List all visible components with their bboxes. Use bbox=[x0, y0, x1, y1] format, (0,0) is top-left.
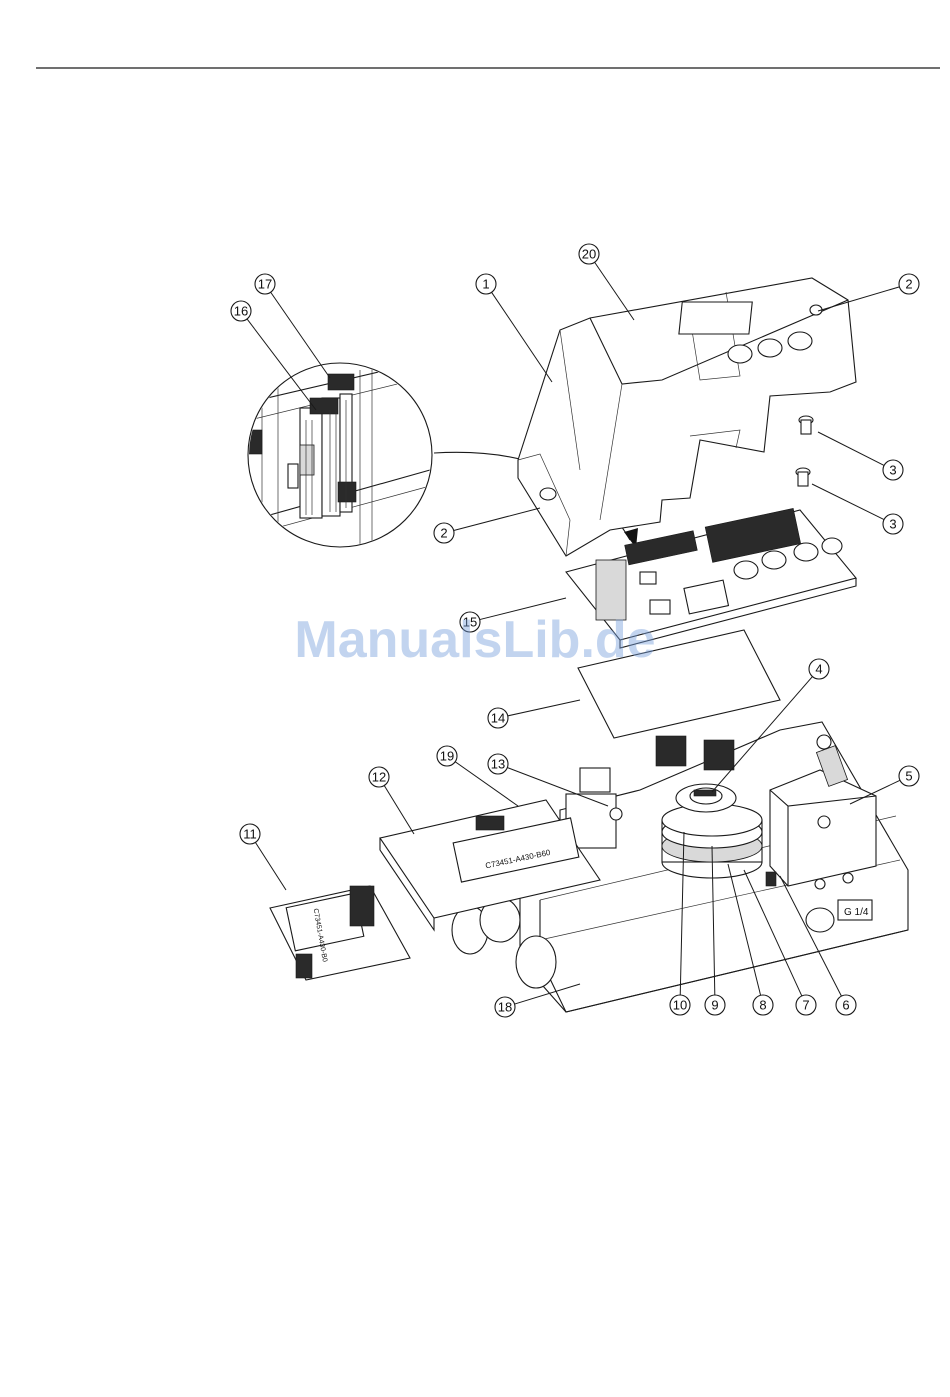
callout-leader bbox=[818, 432, 884, 465]
callout-number: 19 bbox=[440, 749, 454, 764]
screw-lower bbox=[796, 468, 810, 486]
callout-number: 1 bbox=[482, 277, 489, 292]
callout-number: 10 bbox=[673, 998, 687, 1013]
callout-2: 2 bbox=[434, 508, 540, 543]
callout-leader bbox=[454, 508, 540, 530]
callout-3: 3 bbox=[812, 484, 903, 534]
callout-number: 9 bbox=[711, 998, 718, 1013]
callout-number: 4 bbox=[815, 662, 822, 677]
detail-magnifier bbox=[246, 360, 432, 548]
callout-number: 14 bbox=[491, 711, 505, 726]
screw-upper bbox=[799, 416, 813, 434]
callout-number: 7 bbox=[802, 998, 809, 1013]
callout-leader bbox=[812, 484, 884, 520]
callout-number: 3 bbox=[889, 463, 896, 478]
callout-number: 3 bbox=[889, 517, 896, 532]
callout-1: 1 bbox=[476, 274, 552, 382]
callout-3: 3 bbox=[818, 432, 903, 480]
callout-number: 16 bbox=[234, 304, 248, 319]
callout-number: 20 bbox=[582, 247, 596, 262]
callout-number: 5 bbox=[905, 769, 912, 784]
callout-number: 6 bbox=[842, 998, 849, 1013]
callout-leader bbox=[595, 262, 634, 320]
callout-leader bbox=[480, 598, 566, 620]
callout-number: 15 bbox=[463, 615, 477, 630]
callout-number: 11 bbox=[243, 827, 257, 842]
callout-leader bbox=[255, 842, 286, 890]
callout-19: 19 bbox=[437, 746, 518, 806]
callout-number: 2 bbox=[440, 526, 447, 541]
terminal-top bbox=[580, 768, 610, 792]
callout-17: 17 bbox=[255, 274, 330, 378]
callout-number: 12 bbox=[372, 770, 386, 785]
callout-number: 2 bbox=[905, 277, 912, 292]
option-module-11: C73451-A430-B0 bbox=[270, 886, 410, 980]
callout-number: 8 bbox=[759, 998, 766, 1013]
part-6-seal bbox=[766, 872, 776, 886]
callout-11: 11 bbox=[240, 824, 286, 890]
callout-number: 13 bbox=[491, 757, 505, 772]
callout-number: 18 bbox=[498, 1000, 512, 1015]
callout-12: 12 bbox=[369, 767, 414, 834]
callout-leader bbox=[384, 786, 414, 834]
callout-number: 17 bbox=[258, 277, 272, 292]
connector-b bbox=[704, 740, 734, 770]
callout-14: 14 bbox=[488, 700, 580, 728]
callout-leader bbox=[508, 700, 580, 716]
insulating-sheet bbox=[578, 630, 780, 738]
callout-20: 20 bbox=[579, 244, 634, 320]
callout-leader bbox=[492, 292, 552, 382]
callout-15: 15 bbox=[460, 598, 566, 632]
connector-a bbox=[656, 736, 686, 766]
port-tag: G 1/4 bbox=[844, 907, 869, 918]
air-port bbox=[806, 908, 834, 932]
callout-leader bbox=[271, 292, 330, 378]
